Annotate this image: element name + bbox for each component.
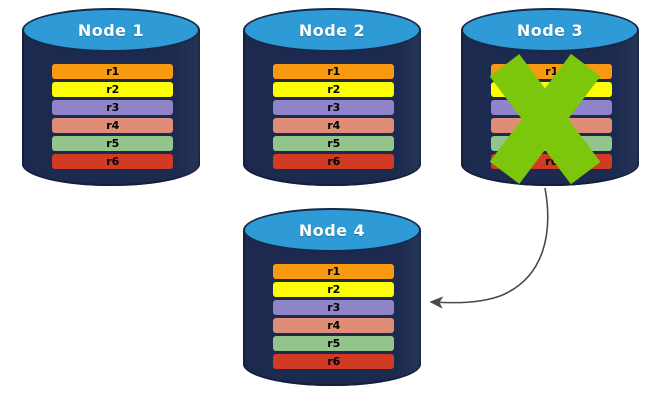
row-bar[interactable]: r6 bbox=[273, 154, 395, 169]
node-number: 2 bbox=[353, 20, 366, 40]
row-bar[interactable]: r6 bbox=[52, 154, 174, 169]
row-bar[interactable]: r3 bbox=[52, 100, 174, 115]
row-label: r2 bbox=[327, 283, 341, 296]
row-bar[interactable]: r6 bbox=[491, 154, 613, 169]
row-label: r6 bbox=[327, 355, 341, 368]
row-label: r6 bbox=[106, 155, 120, 168]
row-bar[interactable]: r6 bbox=[273, 354, 395, 369]
row-label: r1 bbox=[545, 65, 559, 78]
row-label: r1 bbox=[327, 65, 341, 78]
arrow-path bbox=[429, 187, 549, 309]
row-bar[interactable]: r5 bbox=[273, 336, 395, 351]
row-label: r5 bbox=[327, 137, 341, 150]
node-number: 1 bbox=[132, 20, 145, 40]
row-bar[interactable]: r3 bbox=[273, 300, 395, 315]
row-stack: r1 r2 r3 r4 r5 r6 bbox=[491, 64, 613, 169]
row-label: r3 bbox=[327, 101, 341, 114]
row-bar[interactable]: r4 bbox=[491, 118, 613, 133]
row-label: r1 bbox=[106, 65, 120, 78]
row-label: r3 bbox=[545, 101, 559, 114]
row-bar[interactable]: r3 bbox=[491, 100, 613, 115]
row-stack: r1 r2 r3 r4 r5 r6 bbox=[273, 264, 395, 369]
row-label: r4 bbox=[327, 119, 341, 132]
row-label: r3 bbox=[327, 301, 341, 314]
row-label: r3 bbox=[106, 101, 120, 114]
row-stack: r1 r2 r3 r4 r5 r6 bbox=[273, 64, 395, 169]
row-label: r2 bbox=[327, 83, 341, 96]
row-stack: r1 r2 r3 r4 r5 r6 bbox=[52, 64, 174, 169]
row-bar[interactable]: r2 bbox=[273, 282, 395, 297]
node-label-text: Node bbox=[516, 20, 566, 40]
row-bar[interactable]: r1 bbox=[491, 64, 613, 79]
row-bar[interactable]: r5 bbox=[273, 136, 395, 151]
row-bar[interactable]: r5 bbox=[491, 136, 613, 151]
node-number: 4 bbox=[353, 220, 366, 240]
row-label: r5 bbox=[106, 137, 120, 150]
row-bar[interactable]: r4 bbox=[273, 318, 395, 333]
row-label: r2 bbox=[106, 83, 120, 96]
row-bar[interactable]: r5 bbox=[52, 136, 174, 151]
row-bar[interactable]: r2 bbox=[273, 82, 395, 97]
row-bar[interactable]: r4 bbox=[273, 118, 395, 133]
row-label: r4 bbox=[327, 319, 341, 332]
row-bar[interactable]: r4 bbox=[52, 118, 174, 133]
node-label-text: Node bbox=[298, 20, 348, 40]
row-label: r2 bbox=[545, 83, 559, 96]
row-label: r6 bbox=[327, 155, 341, 168]
row-bar[interactable]: r2 bbox=[491, 82, 613, 97]
row-label: r1 bbox=[327, 265, 341, 278]
row-bar[interactable]: r2 bbox=[52, 82, 174, 97]
row-bar[interactable]: r1 bbox=[52, 64, 174, 79]
row-label: r4 bbox=[545, 119, 559, 132]
node-label-text: Node bbox=[298, 220, 348, 240]
row-label: r5 bbox=[545, 137, 559, 150]
node-number: 3 bbox=[571, 20, 584, 40]
row-label: r6 bbox=[545, 155, 559, 168]
row-label: r4 bbox=[106, 119, 120, 132]
node-label-text: Node bbox=[77, 20, 127, 40]
row-label: r5 bbox=[327, 337, 341, 350]
row-bar[interactable]: r1 bbox=[273, 64, 395, 79]
row-bar[interactable]: r1 bbox=[273, 264, 395, 279]
row-bar[interactable]: r3 bbox=[273, 100, 395, 115]
